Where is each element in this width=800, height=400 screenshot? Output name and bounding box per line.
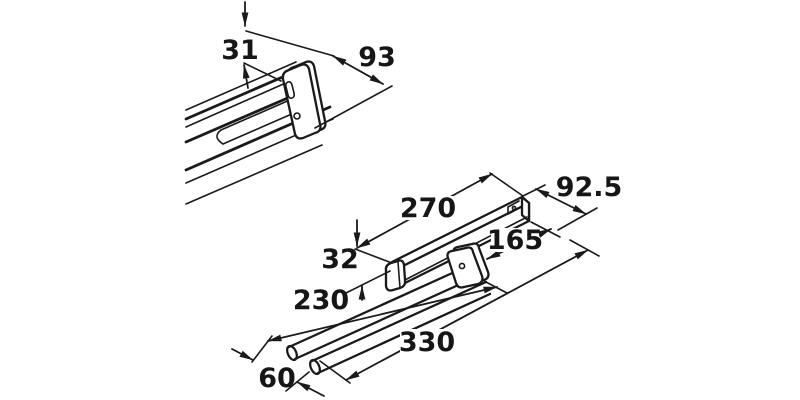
dimension-330 bbox=[319, 239, 600, 384]
dimension-31-label: 31 bbox=[221, 35, 259, 66]
mounting-bracket bbox=[446, 242, 490, 289]
dimension-270-label: 270 bbox=[400, 193, 456, 224]
dimension-92-5 bbox=[522, 184, 598, 231]
partial-mounted-view bbox=[184, 1, 393, 205]
label-mask-330 bbox=[400, 329, 454, 354]
towel-bar-end-cap bbox=[216, 129, 224, 145]
plate-slot bbox=[284, 81, 296, 99]
dimension-165-label: 165 bbox=[487, 225, 543, 256]
dimension-93-label: 93 bbox=[358, 42, 396, 73]
dimension-31 bbox=[241, 1, 335, 89]
mounting-plate bbox=[281, 60, 327, 140]
label-mask-270 bbox=[403, 196, 453, 220]
dimension-93 bbox=[314, 55, 393, 129]
dimension-330-label: 330 bbox=[399, 327, 455, 358]
dimension-60-label: 60 bbox=[258, 363, 296, 394]
housing-latch-detail bbox=[507, 200, 520, 215]
dimension-92-5-label: 92.5 bbox=[556, 172, 623, 203]
dimension-32-label: 32 bbox=[321, 244, 359, 275]
housing-end-cap bbox=[384, 259, 407, 292]
dimension-230-label: 230 bbox=[293, 285, 349, 316]
mounting-plate-hole bbox=[293, 112, 301, 120]
housing-right-end bbox=[520, 195, 531, 223]
label-mask-165 bbox=[491, 228, 539, 252]
extended-view bbox=[231, 172, 600, 397]
dimension-60 bbox=[231, 348, 325, 397]
